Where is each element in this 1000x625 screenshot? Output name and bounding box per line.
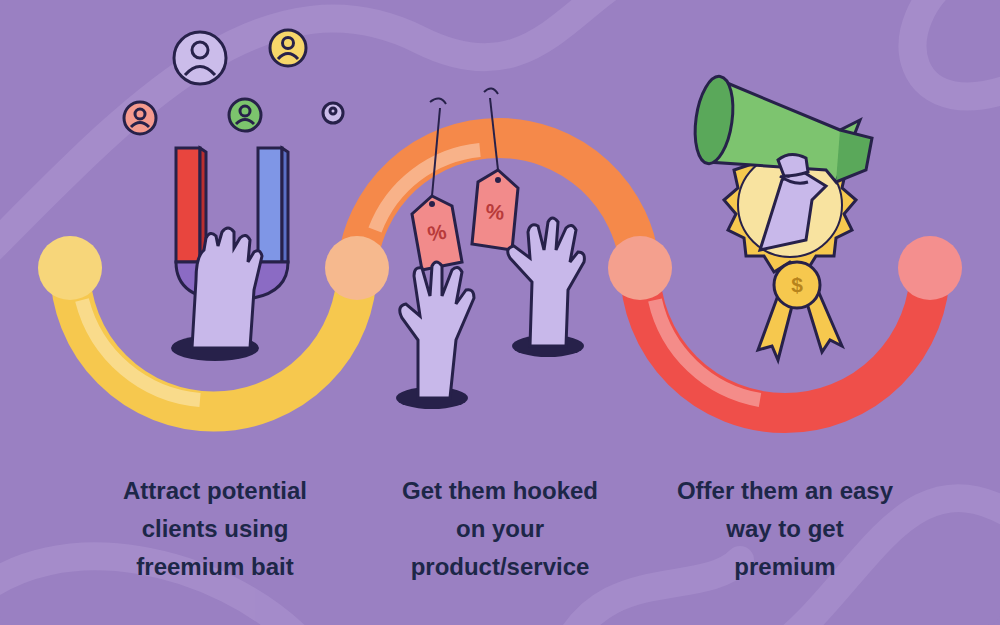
step-caption: Offer them an easy way to get premium: [675, 472, 895, 586]
discount-symbol: %: [420, 219, 454, 248]
discount-symbol: %: [479, 199, 511, 226]
step-caption: Get them hooked on your product/service: [395, 472, 605, 586]
step-caption: Attract potential clients using freemium…: [90, 472, 340, 586]
dollar-symbol: $: [782, 273, 812, 297]
